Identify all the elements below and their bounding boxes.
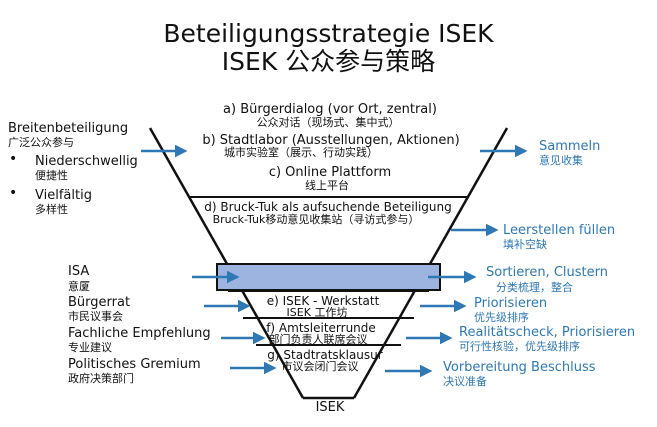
stage-d-sub: Bruck-Tuk移动意见收集站（寻访式参与） [212,213,420,226]
leerstellen-sub: 填补空缺 [503,238,547,251]
stage-g-label: g) Stadtratsklausur [267,348,383,362]
sammeln-sub: 意见收集 [539,154,583,167]
isa-sub: 意厦 [68,280,90,293]
buergerrat-sub: 市民议事会 [68,310,123,323]
stage-g-sub: 市议会闭门会议 [281,360,359,373]
stage-a-label: a) Bürgerdialog (vor Ort, zentral) [223,102,437,117]
breiten-label: Breitenbeteiligung [8,121,129,136]
isa-band [216,263,441,291]
leerstellen-label: Leerstellen füllen [503,223,616,238]
vorbereitung-label: Vorbereitung Beschluss [443,360,596,375]
stage-b-sub: 城市实验室（展示、行动实践） [224,146,378,159]
realitaet-label: Realitätscheck, Priorisieren [459,325,636,340]
vielfalt-label: Vielfältig [35,188,92,203]
sortieren-label: Sortieren, Clustern [486,265,608,280]
stage-e-label: e) ISEK - Werkstatt [266,294,380,308]
politisch-label: Politisches Gremium [68,357,201,372]
vorbereitung-sub: 决议准备 [443,375,487,388]
niedrig-label: Niederschwellig [35,154,138,169]
stage-c-sub: 线上平台 [305,179,349,192]
sortieren-sub: 分类梳理，整合 [496,281,573,294]
bullet-niedrig: • [9,151,18,167]
fachlich-sub: 专业建议 [68,341,112,354]
niedrig-sub: 便捷性 [35,169,68,182]
bullet-vielfalt: • [9,185,18,201]
stage-e-sub: ISEK 工作坊 [286,306,348,319]
stage-b-label: b) Stadtlabor (Ausstellungen, Aktionen) [202,133,460,148]
stage-d-label: d) Bruck-Tuk als aufsuchende Beteiligung [204,200,452,214]
priorisieren-sub: 优先级排序 [474,311,529,324]
fachlich-label: Fachliche Empfehlung [68,326,211,341]
breiten-sub: 广泛公众参与 [8,136,74,149]
vielfalt-sub: 多样性 [35,203,68,216]
funnel-bottom-label: ISEK [315,400,345,415]
page-subtitle: ISEK 公众参与策略 [221,47,436,76]
stage-a-sub: 公众对话（现场式、集中式） [256,116,400,129]
politisch-sub: 政府决策部门 [68,372,134,385]
stage-c-label: c) Online Plattform [268,165,392,180]
priorisieren-label: Priorisieren [474,296,548,311]
isa-label: ISA [68,264,90,279]
buergerrat-label: Bürgerrat [68,295,131,310]
stage-f-sub: 部门负责人联席会议 [268,333,368,346]
page-title: Beteiligungsstrategie ISEK [163,19,494,48]
realitaet-sub: 可行性核验，优先级排序 [459,340,580,353]
stage-f-label: f) Amtsleiterrunde [266,321,376,335]
sammeln-label: Sammeln [539,139,601,154]
